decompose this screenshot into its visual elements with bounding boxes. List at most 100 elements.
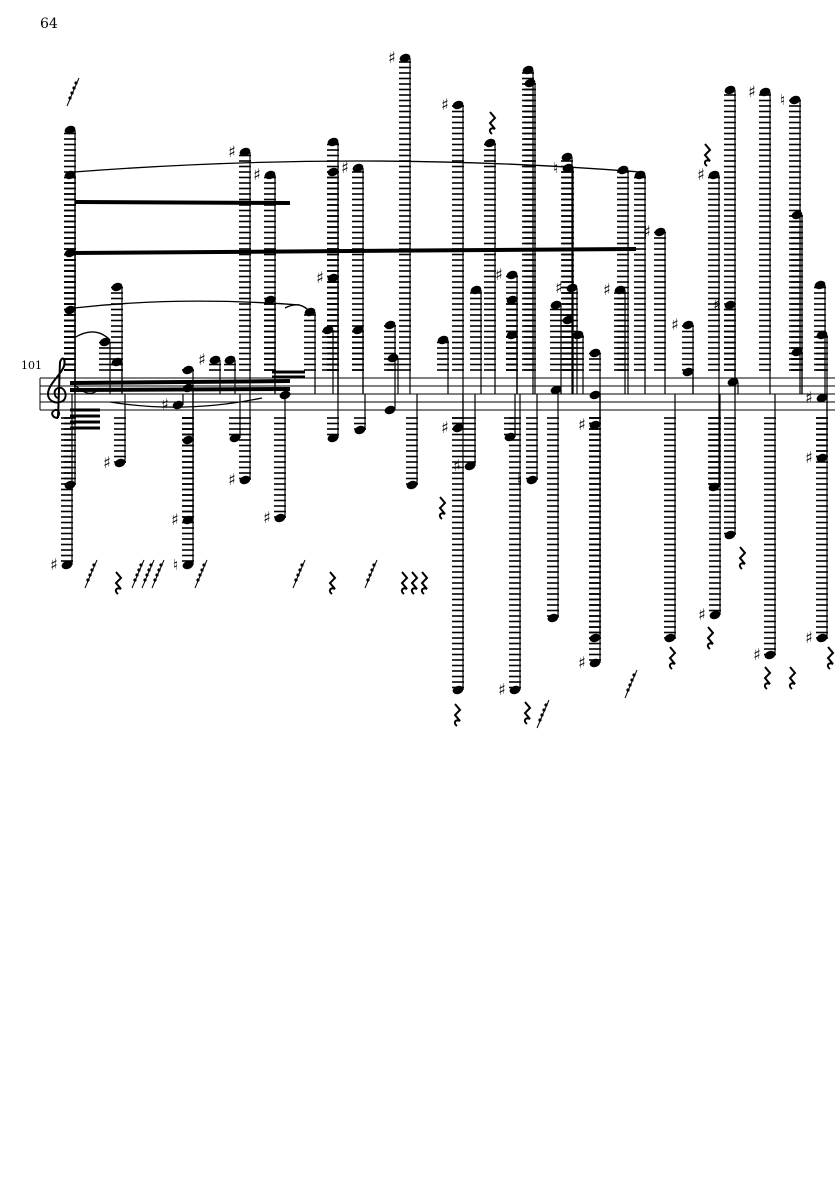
slur [74,384,101,394]
ornament-stroke [624,669,638,699]
notehead [791,210,803,220]
notehead [114,458,126,468]
notehead [708,170,720,180]
natural-icon: ♮ [517,471,522,489]
notehead [589,348,601,358]
notehead [327,167,339,177]
sharp-icon: ♯ [103,453,111,472]
notehead [182,383,194,393]
sharp-icon: ♯ [603,280,611,299]
sharp-icon: ♯ [441,95,449,114]
sharp-icon: ♯ [441,418,449,437]
notehead [816,393,828,403]
beam [69,387,291,392]
rest-icon [114,571,123,595]
notehead [64,170,76,180]
notehead [264,295,276,305]
rest-icon [826,646,835,670]
ornament-stroke [364,559,378,589]
notehead [816,330,828,340]
rest-icon [523,701,532,725]
notehead [399,53,411,63]
sharp-icon: ♯ [805,388,813,407]
notehead [526,475,538,485]
sharp-icon: ♯ [697,165,705,184]
rest-icon [420,571,429,595]
sharp-icon: ♯ [171,510,179,529]
notehead [274,513,286,523]
sharp-icon: ♯ [713,295,721,314]
sharp-icon: ♯ [555,278,563,297]
notes: ♯♯♯♮♯♯♯♯♯♯♯♯♯♯♯♯♯♯♮♮♯♯♯♯♯♯♯♯♯♯♯♮♯♯♯ [50,48,828,699]
notehead [229,433,241,443]
notehead [322,325,334,335]
notehead [384,405,396,415]
notehead [406,480,418,490]
notehead [61,560,73,570]
notehead [264,170,276,180]
slur [73,331,111,341]
beam [69,379,291,385]
ornament-stroke [84,559,98,589]
ornament-stroke [292,559,306,589]
notehead [327,433,339,443]
notehead [547,613,559,623]
notehead [452,423,464,433]
slur [109,397,263,408]
notehead [572,330,584,340]
notehead [470,285,482,295]
notehead [727,377,739,387]
rest-icon [328,571,337,595]
notehead [182,365,194,375]
beam [69,247,637,255]
notehead [354,425,366,435]
rest-icon [763,666,772,690]
sharp-icon: ♯ [671,315,679,334]
notehead [617,165,629,175]
sharp-icon: ♯ [453,456,461,475]
notehead [239,147,251,157]
sharp-icon: ♯ [228,142,236,161]
measure-number: 101 [21,359,42,372]
rest-icon [706,626,715,650]
notehead [506,330,518,340]
ornament-stroke [66,77,80,107]
sharp-icon: ♯ [698,605,706,624]
notehead [522,65,534,75]
rest-icon [400,571,409,595]
notehead [327,273,339,283]
notehead [99,337,111,347]
rest-icon [410,571,419,595]
notehead [791,347,803,357]
rest-icon [668,646,677,670]
notehead [589,390,601,400]
sharp-icon: ♯ [578,415,586,434]
notehead [816,633,828,643]
rest-icon [438,496,447,520]
notehead [550,385,562,395]
notehead [664,633,676,643]
notehead [814,280,826,290]
treble-clef-icon [46,357,67,419]
notehead [562,315,574,325]
notehead [64,125,76,135]
notehead [437,335,449,345]
notehead [464,461,476,471]
sharp-icon: ♯ [495,265,503,284]
notehead [452,685,464,695]
notehead [352,163,364,173]
notehead [182,560,194,570]
sharp-icon: ♯ [198,350,206,369]
notehead [506,270,518,280]
notehead [506,295,518,305]
notehead [239,475,251,485]
notehead [524,78,536,88]
sharp-icon: ♯ [805,448,813,467]
ornament-stroke [151,559,165,589]
sharp-icon: ♯ [263,508,271,527]
notehead [654,227,666,237]
notehead [484,138,496,148]
ornament-stroke [536,699,550,729]
sharp-icon: ♯ [578,653,586,672]
